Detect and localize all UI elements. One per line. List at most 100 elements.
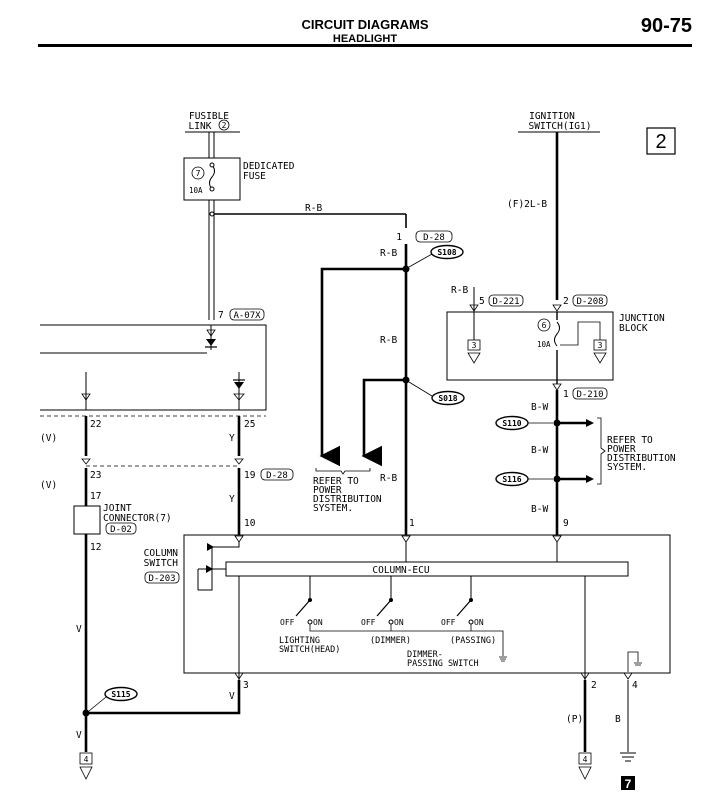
lighting-switch-off: OFF xyxy=(280,618,295,627)
column-switch-label-2: SWITCH xyxy=(144,558,179,569)
wire-label-rb-5: R-B xyxy=(451,285,468,296)
terminal-arrow-c xyxy=(81,393,91,401)
splice-s115-leader xyxy=(88,696,107,712)
lighting-switch-blade xyxy=(295,599,311,617)
jb-wire-right xyxy=(560,321,601,346)
lighting-switch-label-1: LIGHTING xyxy=(279,636,320,646)
fusible-link-label-1: FUSIBLE xyxy=(189,111,229,122)
lighting-switch-pivot xyxy=(308,598,312,602)
dimmer-switch-off: OFF xyxy=(361,618,376,627)
wire-label-p: (P) xyxy=(566,714,583,725)
fuse-node-bottom xyxy=(209,186,215,192)
column-ecu-label: COLUMN-ECU xyxy=(372,565,429,576)
wire-label-bw-1: B-W xyxy=(531,402,548,413)
fuse-symbol xyxy=(209,164,215,190)
jb-fuse-symbol xyxy=(554,321,560,347)
dimmer-switch-pivot xyxy=(389,598,393,602)
pin-5-d221: 5 xyxy=(479,296,485,307)
pin-3: 3 xyxy=(243,680,249,691)
splice-s108: S108 xyxy=(437,248,456,257)
wire-s108-branch xyxy=(319,267,406,467)
dedicated-fuse-amp: 10A xyxy=(189,186,203,195)
wire-label-v-paren-1: (V) xyxy=(40,433,57,444)
pin-1-d28: 1 xyxy=(396,232,402,243)
lighting-switch-contact xyxy=(307,619,313,625)
connector-d210: D-210 xyxy=(576,390,603,400)
splice-s108-leader xyxy=(408,253,433,268)
refer-right-1: REFER TO xyxy=(607,435,653,446)
refer-left-4: SYSTEM. xyxy=(313,503,353,514)
switch-common-line xyxy=(309,624,504,656)
dedicated-fuse-num-circle xyxy=(191,166,205,180)
connector-d221-box xyxy=(488,294,524,307)
sheet-number: 2 xyxy=(655,131,666,153)
ignition-label-2: SWITCH(IG1) xyxy=(529,121,592,132)
pin-22: 22 xyxy=(90,419,101,430)
ground-ref-right-tri xyxy=(578,766,592,780)
joint-connector-label-2: CONNECTOR(7) xyxy=(103,513,172,524)
dimmer-switch-label: (DIMMER) xyxy=(370,636,411,646)
terminal-arrow-d xyxy=(81,458,91,465)
wire-label-rb-2: R-B xyxy=(380,248,397,259)
refer-left-3: DISTRIBUTION xyxy=(313,494,382,505)
pin-17: 17 xyxy=(90,491,101,502)
pin-25: 25 xyxy=(244,419,255,430)
wire-label-v-2: V xyxy=(76,730,82,741)
refer-left-2: POWER xyxy=(313,485,342,496)
sheet-number-box xyxy=(646,127,676,155)
pin-23: 23 xyxy=(90,470,101,481)
ecu-arrow-10 xyxy=(207,543,214,551)
wire-label-v-1: V xyxy=(76,624,82,635)
jb-ref-left: 3 xyxy=(472,341,477,350)
passing-switch-on: ON xyxy=(474,618,484,627)
pin-12: 12 xyxy=(90,542,101,553)
connector-d28b-box xyxy=(260,468,294,481)
wire-label-b: B xyxy=(615,714,621,725)
wire-label-v-paren-2: (V) xyxy=(40,480,57,491)
jb-term-a xyxy=(469,304,479,312)
splice-s116: S116 xyxy=(502,475,521,484)
pin-9: 9 xyxy=(563,518,569,529)
left-unit-outline xyxy=(40,324,267,411)
connector-d02: D-02 xyxy=(110,525,132,535)
connector-d28-box xyxy=(415,230,453,243)
pin-4: 4 xyxy=(632,680,638,691)
ground-symbol-pin4 xyxy=(634,662,642,666)
ground-ref-left-box xyxy=(79,752,93,765)
connector-d203: D-203 xyxy=(148,574,175,584)
dimmer-switch-blade xyxy=(376,599,392,617)
pin-2-d208: 2 xyxy=(563,296,569,307)
joint-connector-box xyxy=(73,505,101,535)
ground-ref-7-box xyxy=(621,776,635,790)
wire-label-rb-3: R-B xyxy=(380,335,397,346)
ground-ref-7: 7 xyxy=(625,777,632,791)
lighting-switch-on: ON xyxy=(313,618,323,627)
splice-s018: S018 xyxy=(438,394,457,403)
connector-d221: D-221 xyxy=(492,297,519,307)
connector-d28: D-28 xyxy=(423,233,445,243)
ground-ref-right-box xyxy=(578,752,592,765)
pin-2: 2 xyxy=(591,680,597,691)
wire-label-f2lb: (F)2L-B xyxy=(507,199,547,210)
arrow-s116 xyxy=(586,475,594,483)
jb-term-c xyxy=(552,383,562,391)
ground-ref-left-tri xyxy=(79,766,93,780)
jb-fuse-num-circle xyxy=(537,318,551,332)
splice-s018-leader xyxy=(408,381,433,397)
term-pin3 xyxy=(234,672,244,680)
jb-ref-box-right xyxy=(593,339,607,351)
junction-block-label-1: JUNCTION xyxy=(619,313,665,324)
refer-right-4: SYSTEM. xyxy=(607,462,647,473)
jb-fuse-gap xyxy=(552,320,562,350)
fusible-link-label-2: LINK xyxy=(189,121,212,132)
wire-v-pin3 xyxy=(86,680,241,715)
pin-10: 10 xyxy=(244,518,256,529)
connector-d208: D-208 xyxy=(576,297,603,307)
junction-block-box xyxy=(446,311,614,381)
dedicated-fuse-label-2: FUSE xyxy=(243,171,266,182)
diode-a xyxy=(206,339,216,346)
header-rule xyxy=(38,44,692,47)
ground-ref-left: 4 xyxy=(84,755,89,764)
passing-switch-pivot xyxy=(469,598,473,602)
jb-ground-left xyxy=(467,352,481,364)
